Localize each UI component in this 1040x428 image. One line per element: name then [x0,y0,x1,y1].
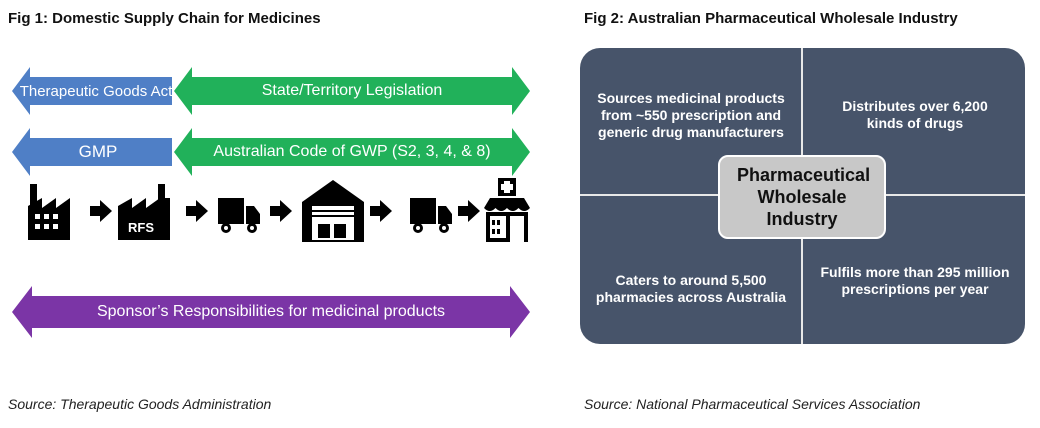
state-legislation-label: State/Territory Legislation [261,82,443,99]
arrow-right-icon [370,200,392,222]
gmp-arrow: GMP [12,128,172,176]
rfs-factory-icon: RFS [118,182,176,240]
supply-chain-icons: RFS [14,178,534,248]
quadrant-bottom-left: Caters to around 5,500 pharmacies across… [595,272,787,305]
fig2-source: Source: National Pharmaceutical Services… [584,396,921,412]
sponsor-label: Sponsor’s Responsibilities for medicinal… [96,303,446,320]
gwp-arrow: Australian Code of GWP (S2, 3, 4, & 8) [174,128,530,176]
quadrant-top-right: Distributes over 6,200 kinds of drugs [842,98,988,131]
center-label: Pharmaceutical Wholesale Industry [737,165,871,229]
tga-label: Therapeutic Goods Act [19,82,173,100]
truck-icon [410,198,452,233]
rfs-label: RFS [128,220,154,235]
sponsor-arrow: Sponsor’s Responsibilities for medicinal… [12,286,530,338]
arrow-right-icon [458,200,480,222]
gwp-label: Australian Code of GWP (S2, 3, 4, & 8) [213,143,491,160]
pharmacy-icon [484,178,530,242]
center-label-box: Pharmaceutical Wholesale Industry [718,155,886,239]
arrow-right-icon [186,200,208,222]
tga-arrow: Therapeutic Goods Act [12,67,172,115]
arrow-right-icon [90,200,112,222]
warehouse-icon [302,180,364,242]
fig1-title: Fig 1: Domestic Supply Chain for Medicin… [8,10,321,27]
fig2-title: Fig 2: Australian Pharmaceutical Wholesa… [584,10,958,27]
quadrant-bottom-right: Fulfils more than 295 million prescripti… [820,264,1010,297]
truck-icon [218,198,260,233]
fig1-source: Source: Therapeutic Goods Administration [8,396,272,412]
arrow-right-icon [270,200,292,222]
quadrant-top-left: Sources medicinal products from ~550 pre… [597,90,785,140]
factory-icon [28,184,70,240]
state-legislation-arrow: State/Territory Legislation [174,67,530,115]
gmp-label: GMP [78,142,118,161]
